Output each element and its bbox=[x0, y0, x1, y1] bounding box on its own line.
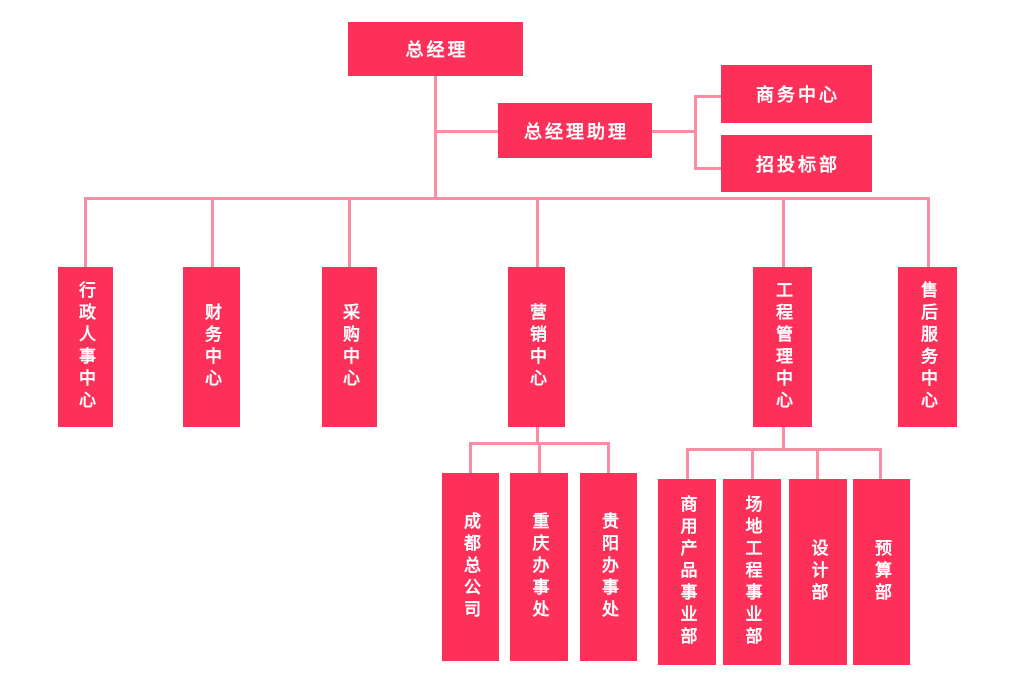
node-label: 成都总公司 bbox=[460, 512, 480, 622]
node-label: 工程管理中心 bbox=[772, 281, 792, 413]
node-guiyang-office[interactable]: 贵阳办事处 bbox=[580, 473, 637, 661]
node-marketing-center[interactable]: 营销中心 bbox=[508, 267, 565, 427]
node-label: 招投标部 bbox=[756, 154, 840, 176]
node-design-dept[interactable]: 设计部 bbox=[789, 479, 847, 665]
node-engineering-mgmt-center[interactable]: 工程管理中心 bbox=[753, 267, 812, 427]
connector-drop-budget bbox=[879, 448, 882, 479]
node-procurement-center[interactable]: 采购中心 bbox=[322, 267, 377, 427]
connector-main-spine bbox=[84, 197, 930, 200]
node-aftersales-service-center[interactable]: 售后服务中心 bbox=[898, 267, 957, 427]
connector-to-bidding bbox=[694, 167, 721, 170]
node-admin-hr-center[interactable]: 行政人事中心 bbox=[58, 267, 113, 427]
node-chengdu-head-office[interactable]: 成都总公司 bbox=[442, 473, 499, 661]
node-budget-dept[interactable]: 预算部 bbox=[853, 479, 910, 665]
node-label: 商用产品事业部 bbox=[676, 495, 697, 649]
node-label: 总经理 bbox=[405, 40, 469, 61]
node-label: 财务中心 bbox=[201, 303, 221, 391]
node-business-center[interactable]: 商务中心 bbox=[721, 65, 872, 123]
node-chongqing-office[interactable]: 重庆办事处 bbox=[510, 473, 568, 661]
connector-drop-chongqing bbox=[538, 442, 541, 473]
node-general-manager[interactable]: 总经理 bbox=[348, 22, 523, 76]
connector-drop-site bbox=[751, 448, 754, 479]
node-label: 商务中心 bbox=[756, 85, 840, 106]
node-finance-center[interactable]: 财务中心 bbox=[183, 267, 240, 427]
connector-drop-procurement bbox=[348, 197, 351, 267]
connector-drop-marketing bbox=[536, 197, 539, 267]
connector-engineering-spine bbox=[686, 448, 882, 451]
connector-assistant-vert bbox=[694, 95, 697, 170]
node-label: 售后服务中心 bbox=[917, 281, 937, 413]
node-label: 设计部 bbox=[807, 539, 828, 605]
node-bidding-dept[interactable]: 招投标部 bbox=[721, 135, 872, 192]
node-label: 预算部 bbox=[871, 539, 891, 605]
node-label: 采购中心 bbox=[339, 303, 359, 391]
node-label: 行政人事中心 bbox=[75, 281, 95, 413]
connector-drop-chengdu bbox=[469, 442, 472, 473]
node-label: 重庆办事处 bbox=[528, 512, 549, 622]
node-commercial-products-div[interactable]: 商用产品事业部 bbox=[658, 479, 716, 665]
node-gm-assistant[interactable]: 总经理助理 bbox=[498, 103, 652, 158]
connector-drop-commercial bbox=[686, 448, 689, 479]
connector-assistant-right bbox=[652, 130, 695, 133]
connector-gm-trunk bbox=[434, 76, 437, 200]
connector-marketing-trunk bbox=[536, 427, 539, 445]
connector-drop-guiyang bbox=[607, 442, 610, 473]
connector-drop-aftersales bbox=[927, 197, 930, 267]
connector-drop-admin bbox=[84, 197, 87, 267]
connector-gm-to-assistant bbox=[435, 130, 498, 133]
connector-drop-finance bbox=[211, 197, 214, 267]
node-label: 场地工程事业部 bbox=[741, 495, 762, 649]
connector-drop-design bbox=[816, 448, 819, 479]
connector-engineering-trunk bbox=[782, 427, 785, 451]
node-label: 贵阳办事处 bbox=[598, 512, 618, 622]
node-site-engineering-div[interactable]: 场地工程事业部 bbox=[723, 479, 781, 665]
node-label: 总经理助理 bbox=[524, 121, 629, 143]
node-label: 营销中心 bbox=[526, 303, 546, 391]
connector-to-business bbox=[694, 95, 721, 98]
connector-drop-engineering bbox=[782, 197, 785, 267]
